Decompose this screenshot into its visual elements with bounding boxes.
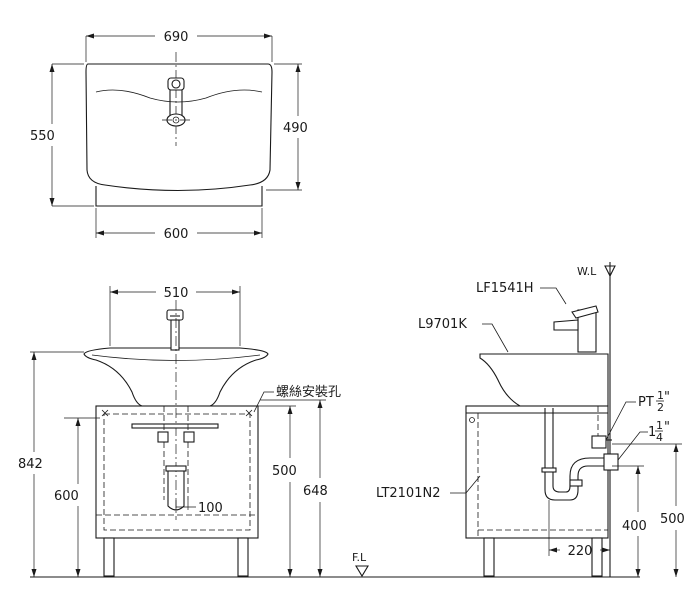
top-bowl-curve <box>95 89 263 103</box>
front-cabinet <box>95 405 259 539</box>
svg-text:1: 1 <box>648 425 656 440</box>
dim-400: 400 <box>612 465 647 577</box>
cabinet-model-label: LT2101N2 <box>376 486 440 501</box>
dim-690: 690 <box>85 30 273 62</box>
front-faucet <box>166 309 184 351</box>
dim-400-label: 400 <box>622 519 647 534</box>
dim-500-side-label: 500 <box>660 512 685 527</box>
basin-model-label: L9701K <box>418 317 467 332</box>
screw-hole-label: 螺絲安裝孔 <box>276 385 341 400</box>
pipe-size-label: 1 1 4 " <box>617 419 670 461</box>
svg-text:4: 4 <box>656 431 663 444</box>
dim-510-label: 510 <box>164 286 189 301</box>
dim-100: 100 <box>175 500 223 516</box>
svg-text:PT: PT <box>638 395 654 410</box>
dim-220: 220 <box>548 500 610 559</box>
dim-500-side: 500 <box>612 443 685 577</box>
water-level-label: W.L <box>577 265 597 278</box>
front-view: 螺絲安裝孔 510 842 600 <box>18 286 640 578</box>
side-basin <box>479 353 609 407</box>
dim-600: 600 <box>95 208 263 242</box>
pt-label: PT 1 2 " <box>605 389 670 441</box>
dim-550-label: 550 <box>30 129 55 144</box>
svg-text:1: 1 <box>657 389 664 402</box>
top-faucet <box>162 52 190 146</box>
dim-842: 842 <box>18 351 84 577</box>
floor-level-marker: F.L <box>352 551 369 578</box>
dim-600-label: 600 <box>164 227 189 242</box>
svg-text:1: 1 <box>656 419 663 432</box>
svg-text:2: 2 <box>657 401 664 414</box>
dim-842-label: 842 <box>18 457 43 472</box>
side-leg-right <box>591 537 603 577</box>
dim-490-label: 490 <box>283 121 308 136</box>
side-trap <box>541 408 619 501</box>
front-leg-right <box>237 537 249 577</box>
dim-648: 648 <box>260 399 328 577</box>
svg-text:": " <box>664 420 670 435</box>
side-faucet <box>553 305 599 353</box>
dim-220-label: 220 <box>568 544 593 559</box>
svg-text:": " <box>664 390 670 405</box>
dim-600-front-label: 600 <box>54 489 79 504</box>
dim-690-label: 690 <box>164 30 189 45</box>
floor-level-label: F.L <box>352 551 367 564</box>
side-view: W.L LF154 <box>376 262 685 577</box>
dim-600-front: 600 <box>54 417 100 577</box>
dim-490: 490 <box>266 63 308 191</box>
faucet-model-label: LF1541H <box>476 281 534 296</box>
dim-550: 550 <box>30 63 94 207</box>
front-leg-left <box>103 537 115 577</box>
dim-100-label: 100 <box>198 501 223 516</box>
side-leg-left <box>483 537 495 577</box>
side-supply <box>591 406 612 449</box>
top-view: 690 550 490 <box>30 30 308 242</box>
top-basin-outline <box>85 63 273 192</box>
dim-500-front: 500 <box>258 405 297 577</box>
dim-500-front-label: 500 <box>272 464 297 479</box>
dim-648-label: 648 <box>303 484 328 499</box>
side-cabinet <box>465 405 609 539</box>
top-cabinet-outline <box>95 186 263 207</box>
dim-510: 510 <box>109 286 241 346</box>
